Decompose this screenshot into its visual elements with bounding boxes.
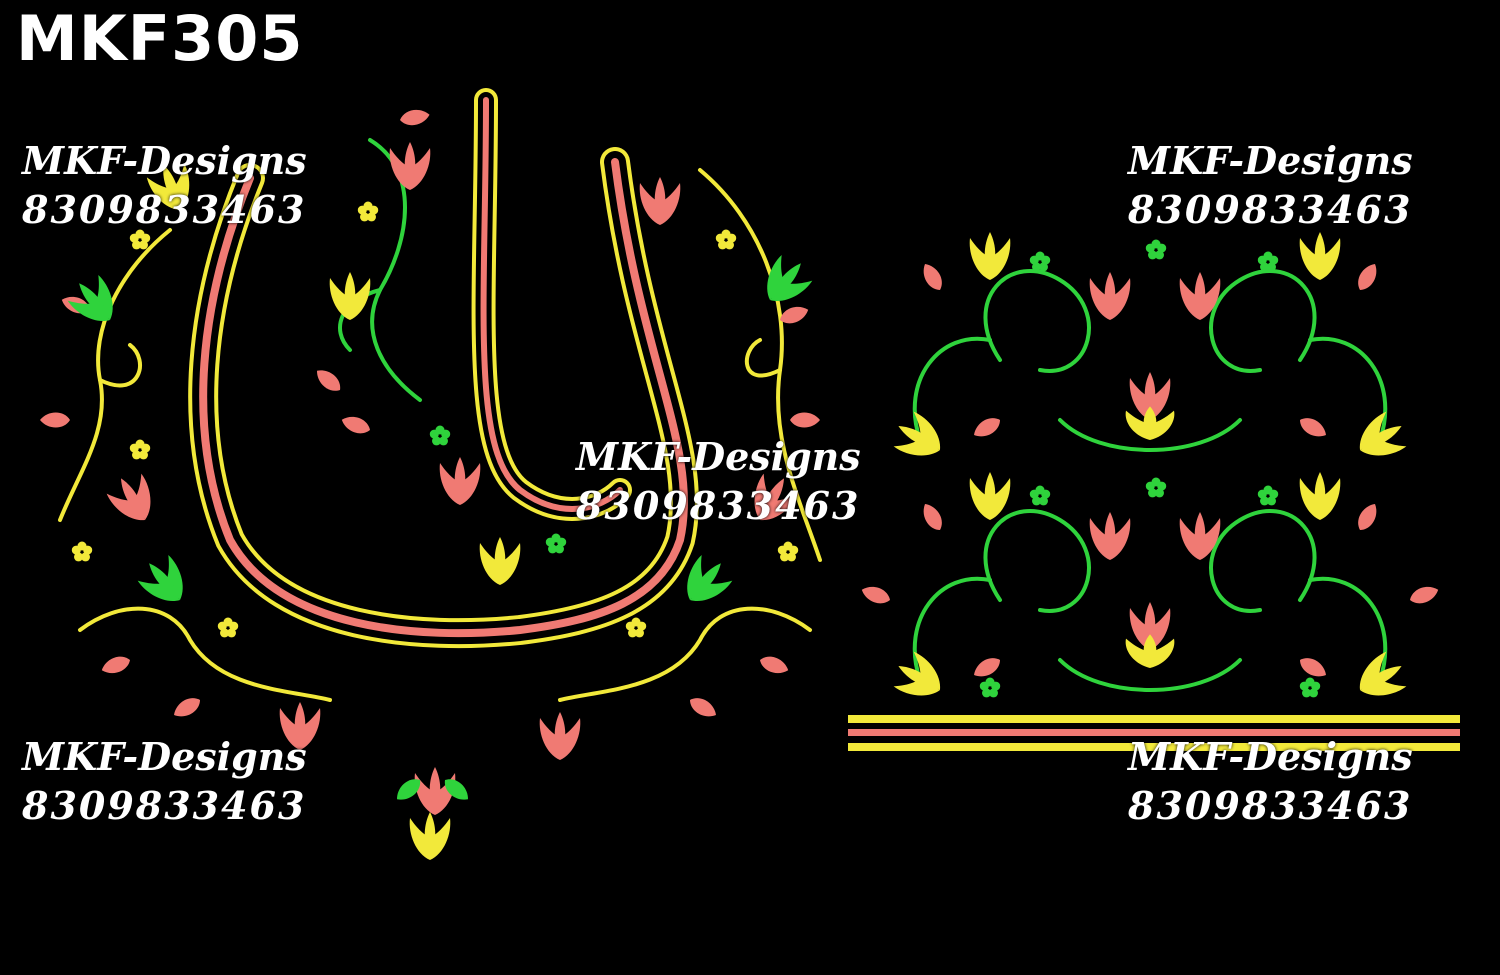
neck-design bbox=[58, 88, 822, 702]
watermark-phone: 8309833463 bbox=[22, 187, 307, 233]
watermark-phone: 8309833463 bbox=[1128, 187, 1413, 233]
watermark-center: MKF-Designs 8309833463 bbox=[576, 432, 861, 531]
watermark-phone: 8309833463 bbox=[1128, 783, 1413, 829]
watermark-top-right: MKF-Designs 8309833463 bbox=[1128, 136, 1413, 235]
watermark-bottom-right: MKF-Designs 8309833463 bbox=[1128, 732, 1413, 831]
sleeve-motifs bbox=[859, 232, 1441, 708]
watermark-name: MKF-Designs bbox=[576, 434, 861, 479]
watermark-phone: 8309833463 bbox=[22, 783, 307, 829]
watermark-name: MKF-Designs bbox=[1128, 138, 1413, 183]
watermark-top-left: MKF-Designs 8309833463 bbox=[22, 136, 307, 235]
watermark-name: MKF-Designs bbox=[22, 734, 307, 779]
watermark-phone: 8309833463 bbox=[576, 483, 861, 529]
sleeve-design bbox=[912, 269, 1388, 692]
watermark-name: MKF-Designs bbox=[22, 138, 307, 183]
design-code-title: MKF305 bbox=[16, 2, 304, 75]
sleeve-border bbox=[848, 715, 1460, 751]
watermark-name: MKF-Designs bbox=[1128, 734, 1413, 779]
watermark-bottom-left: MKF-Designs 8309833463 bbox=[22, 732, 307, 831]
